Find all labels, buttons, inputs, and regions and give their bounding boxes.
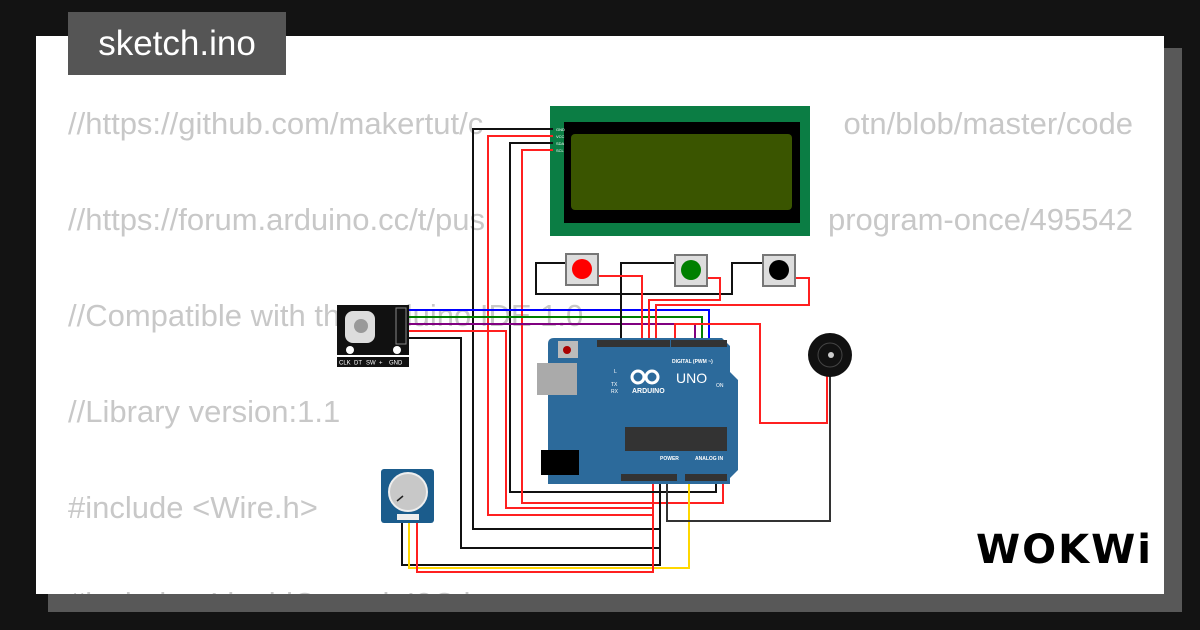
potentiometer[interactable]: [381, 469, 434, 523]
power-label: POWER: [660, 456, 679, 462]
sketch-filename-tab: sketch.ino: [68, 12, 286, 75]
buzzer[interactable]: [808, 333, 852, 377]
encoder-pin-plus: +: [379, 361, 383, 367]
arduino-uno[interactable]: ARDUINO UNO DIGITAL (PWM ~) POWER ANALOG…: [537, 338, 738, 484]
rotary-encoder[interactable]: CLK DT SW + GND: [337, 305, 409, 367]
rx-label: RX: [611, 389, 619, 395]
on-label: ON: [716, 383, 724, 389]
pushbutton-black[interactable]: [762, 254, 796, 287]
lcd-pin-sda: SDA: [556, 141, 565, 146]
wires: [401, 128, 831, 573]
lcd-pin-scl: SCL: [556, 148, 565, 153]
code-line-4: //Library version:1.1: [68, 394, 341, 429]
code-line-1-tail: otn/blob/master/code: [843, 106, 1133, 141]
wokwi-logo: WOKWi: [976, 527, 1153, 573]
pushbutton-green[interactable]: [674, 254, 708, 287]
lcd-pin-vcc: VCC: [556, 134, 565, 139]
code-line-2: //https://forum.arduino.cc/t/pus: [68, 202, 485, 237]
digital-label: DIGITAL (PWM ~): [672, 359, 713, 365]
arduino-brand: ARDUINO: [632, 388, 665, 395]
l-label: L: [614, 369, 617, 375]
analog-label: ANALOG IN: [695, 456, 723, 462]
lcd-display[interactable]: GND VCC SDA SCL: [550, 106, 810, 236]
code-line-6: #include <LiquidCrystal_I2C.h>: [68, 586, 499, 594]
code-line-5: #include <Wire.h>: [68, 490, 318, 525]
encoder-pin-sw: SW: [366, 361, 376, 367]
encoder-pin-clk: CLK: [339, 361, 351, 367]
encoder-pin-gnd: GND: [389, 361, 403, 367]
encoder-pin-dt: DT: [354, 361, 362, 367]
lcd-pin-gnd: GND: [556, 127, 565, 132]
code-line-2-tail: program-once/495542: [827, 202, 1133, 237]
pushbutton-red[interactable]: [565, 253, 599, 286]
code-line-3: //Compatible with the Arduino IDE 1.0: [68, 298, 584, 333]
tx-label: TX: [611, 382, 618, 388]
arduino-model: UNO: [676, 370, 707, 386]
code-line-1: //https://github.com/makertut/c: [68, 106, 484, 141]
